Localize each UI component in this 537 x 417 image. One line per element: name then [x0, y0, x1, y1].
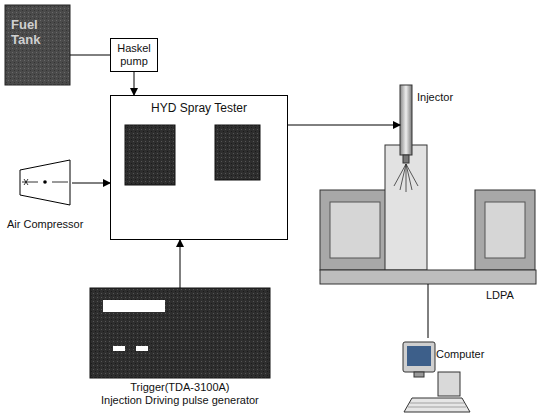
pulse-generator [90, 288, 270, 378]
node-label: Fuel Tank [11, 17, 55, 47]
ldpa-apparatus [320, 145, 536, 284]
connector [288, 125, 400, 126]
tester-panel [125, 125, 175, 185]
trigger-node: Trigger(TDA-3100A)Injection Driving puls… [90, 288, 270, 378]
connector [428, 284, 429, 338]
connector [134, 72, 135, 95]
label-holder: Air Compressor [7, 218, 83, 231]
node-label: Computer [436, 348, 484, 361]
compressor-symbol [20, 160, 70, 205]
node-label: Air Compressor [7, 218, 83, 231]
tank-box: Fuel Tank [5, 5, 70, 85]
label-holder: LDPA [486, 289, 514, 302]
label-holder: Trigger(TDA-3100A)Injection Driving puls… [101, 381, 259, 407]
connector [70, 55, 110, 56]
node-label: HYD Spray Tester [111, 101, 287, 115]
pump-box: Haskel pump [110, 38, 158, 72]
node-label: Haskel pump [114, 42, 154, 68]
tester-box: HYD Spray Tester [110, 95, 288, 240]
injector-node: Injector [400, 85, 412, 155]
label-holder: Injector [417, 91, 453, 104]
compressor-node: Air Compressor [18, 158, 72, 208]
node-label: LDPA [486, 289, 514, 302]
node-label: Trigger(TDA-3100A) [101, 381, 259, 394]
label-holder: Computer [436, 348, 484, 361]
tank-body [5, 5, 70, 85]
connector [72, 183, 110, 184]
node-label: Injector [417, 91, 453, 104]
computer-node: Computer [398, 338, 480, 415]
ldpa-node: LDPA [320, 145, 536, 284]
connector [180, 240, 181, 288]
tester-panel [215, 125, 260, 180]
injector-body [394, 85, 418, 192]
node-label: Injection Driving pulse generator [101, 394, 259, 407]
